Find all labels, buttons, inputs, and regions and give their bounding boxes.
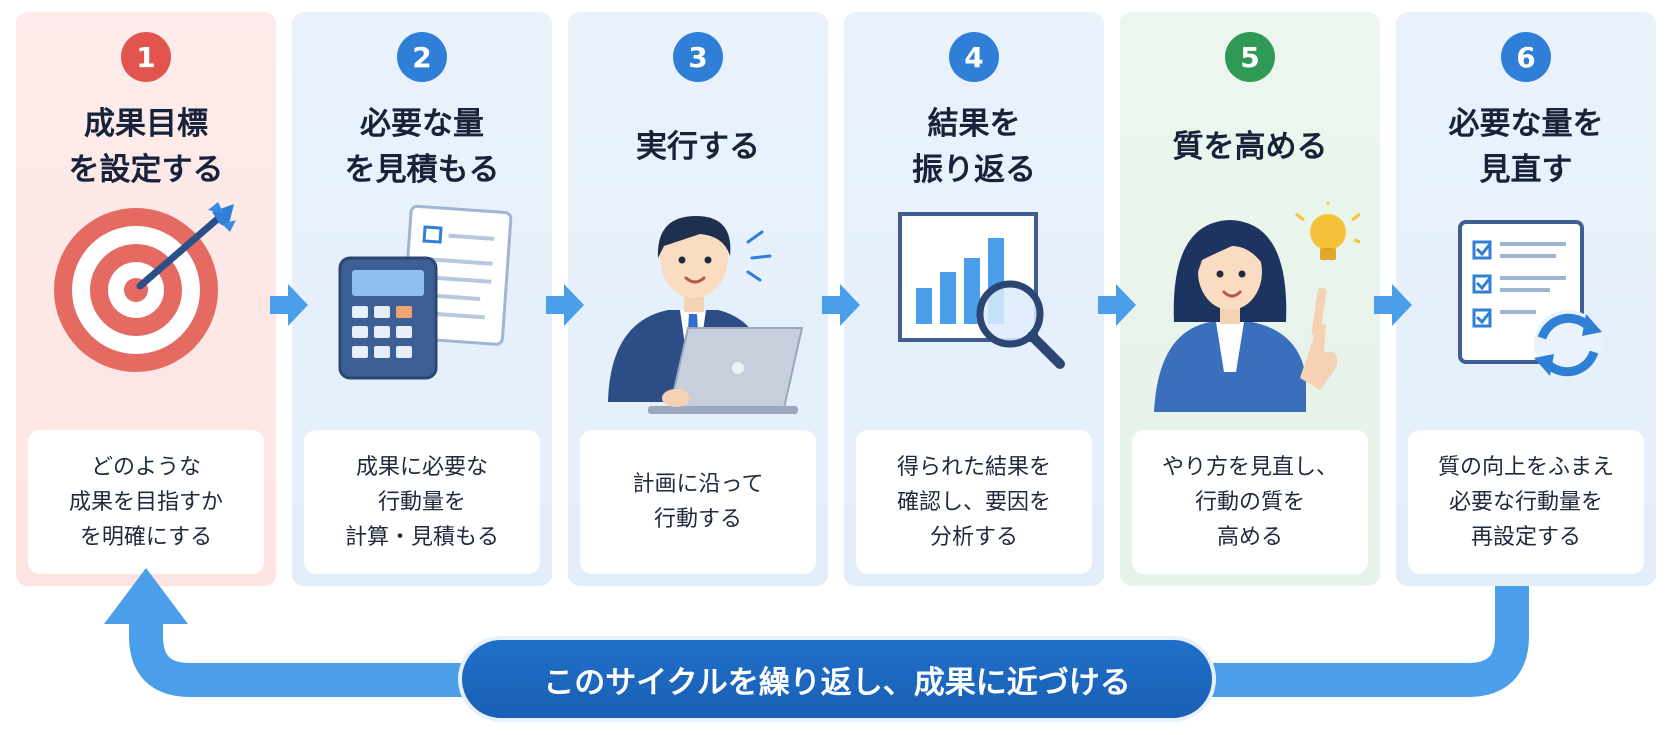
chart-magnifier-icon bbox=[898, 212, 1065, 369]
right-arrow-icon bbox=[270, 284, 308, 326]
step-description: 計画に沿って 行動する bbox=[580, 430, 816, 574]
step-card-5: 5 質を高める やり方を見直し、 行動の質を 高める bbox=[1120, 12, 1380, 586]
woman-idea-icon bbox=[1154, 202, 1360, 412]
step-number-badge: 5 bbox=[1225, 32, 1275, 82]
step-card-3: 3 実行する 計画に沿って 行動する bbox=[568, 12, 828, 586]
cycle-banner: このサイクルを繰り返し、成果に近づける bbox=[458, 636, 1216, 722]
target-icon bbox=[54, 202, 236, 372]
checklist-refresh-icon bbox=[1458, 220, 1602, 378]
right-arrow-icon bbox=[546, 284, 584, 326]
step-title: 実行する bbox=[636, 129, 760, 165]
step-number-badge: 1 bbox=[121, 32, 171, 82]
step-title: 質を高める bbox=[1172, 129, 1328, 165]
step-description: 質の向上をふまえ 必要な行動量を 再設定する bbox=[1408, 430, 1644, 574]
cycle-steps: 1 成果目標 を設定する どのような 成果を目指すか を明確にする 2 必要な量… bbox=[16, 12, 1656, 586]
step-description: 得られた結果を 確認し、要因を 分析する bbox=[856, 430, 1092, 574]
step-title: 結果を 振り返る bbox=[912, 106, 1036, 188]
right-arrow-icon bbox=[822, 284, 860, 326]
step-card-6: 6 必要な量を 見直す 質の向上をふまえ 必要な行動量を 再設定する bbox=[1396, 12, 1656, 586]
calculator-icon bbox=[338, 204, 513, 380]
step-title: 必要な量 を見積もる bbox=[344, 106, 500, 188]
step-title: 必要な量を 見直す bbox=[1448, 106, 1604, 188]
step-description: どのような 成果を目指すか を明確にする bbox=[28, 430, 264, 574]
step-card-4: 4 結果を 振り返る 得られた結果を 確認し、要因を 分析する bbox=[844, 12, 1104, 586]
step-description: やり方を見直し、 行動の質を 高める bbox=[1132, 430, 1368, 574]
right-arrow-icon bbox=[1374, 284, 1412, 326]
step-card-1: 1 成果目標 を設定する どのような 成果を目指すか を明確にする bbox=[16, 12, 276, 586]
right-arrow-icon bbox=[1098, 284, 1136, 326]
step-title: 成果目標 を設定する bbox=[68, 106, 224, 188]
step-card-2: 2 必要な量 を見積もる 成果に必要な 行動量を 計算・ bbox=[292, 12, 552, 586]
man-laptop-icon bbox=[608, 216, 804, 414]
step-number-badge: 3 bbox=[673, 32, 723, 82]
step-description: 成果に必要な 行動量を 計算・見積もる bbox=[304, 430, 540, 574]
step-number-badge: 4 bbox=[949, 32, 999, 82]
step-number-badge: 2 bbox=[397, 32, 447, 82]
step-number-badge: 6 bbox=[1501, 32, 1551, 82]
